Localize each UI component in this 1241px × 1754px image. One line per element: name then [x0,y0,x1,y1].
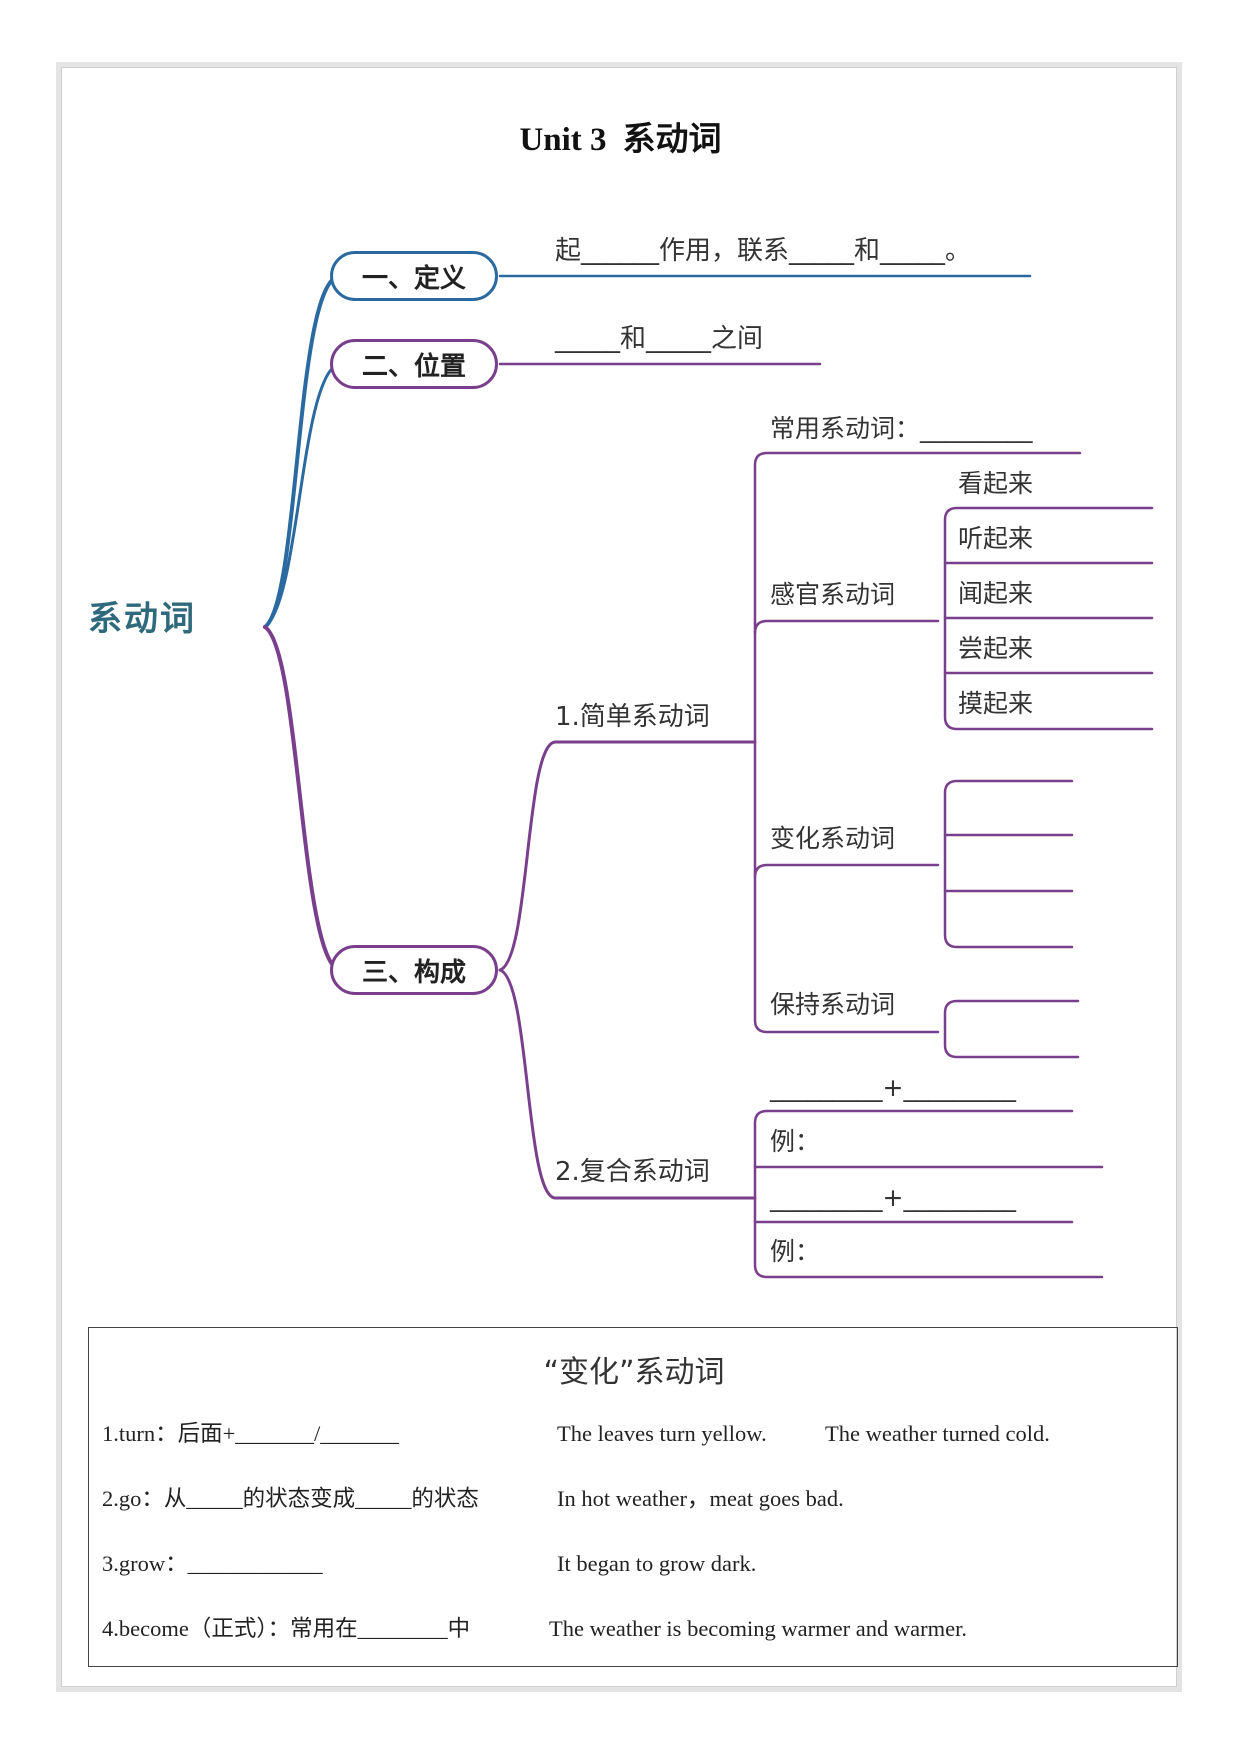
branch-change [753,863,940,879]
connector-branch3-simple [498,740,757,972]
compound-linking-verbs-label: 2.复合系动词 [555,1157,710,1187]
connector-root-branch1 [263,274,340,629]
branch-composition-label: 三、构成 [361,957,466,988]
connector-root-branch3 [263,625,340,972]
trunk-simple-down [753,740,940,1034]
branch-definition-label: 一、定义 [361,263,466,294]
change-example: The weather is becoming warmer and warme… [549,1616,967,1641]
change-rule: 4.become（正式）：常用在________中 [102,1616,471,1641]
keep-linking-verbs-label: 保持系动词 [770,990,896,1019]
change-bracket [943,779,1074,949]
change-example: In hot weather，meat goes bad. [557,1486,844,1511]
common-linking-verbs: 常用系动词：_________ [770,414,1033,443]
sense-item: 听起来 [958,524,1034,553]
change-example: It began to grow dark. [557,1551,757,1576]
definition-content: 起______作用，联系_____和_____。 [555,236,972,266]
branch-position: 二、位置 [330,339,498,389]
trunk-compound-down [753,1196,1104,1279]
change-example: The leaves turn yellow. [557,1421,767,1446]
sense-item: 看起来 [958,469,1034,498]
change-rule: 2.go：从_____的状态变成_____的状态 [102,1486,479,1511]
sense-bracket [943,506,1154,731]
compound-formula-1: _________+_________ [770,1073,1016,1102]
change-box-title: “变化”系动词 [543,1355,725,1390]
compound-formula-2: _________+_________ [770,1183,1016,1212]
sense-linking-verbs-label: 感官系动词 [770,580,896,609]
branch-position-label: 二、位置 [361,351,466,382]
connector-root-branch2 [263,362,340,629]
page-border [56,62,1182,1692]
change-linking-verbs-label: 变化系动词 [770,824,896,853]
keep-bracket [943,999,1080,1059]
compound-example-1: 例： [770,1127,821,1156]
title-unit: Unit 3 [519,122,607,158]
branch-sense [753,619,940,635]
change-verbs-box: “变化”系动词 1.turn：后面+_______/_______ The le… [88,1327,1178,1667]
trunk-simple [753,451,1082,744]
mindmap-root: 系动词 [88,599,196,639]
sense-item: 闻起来 [958,579,1034,608]
position-content: _____和_____之间 [555,324,764,354]
sense-item: 摸起来 [958,689,1034,718]
change-example: The weather turned cold. [825,1421,1050,1446]
title-topic: 系动词 [622,119,722,158]
connector-branch3-compound [498,968,757,1200]
branch-definition: 一、定义 [330,251,498,301]
trunk-compound [753,1109,1074,1200]
page-title: Unit 3 系动词 [0,122,1241,157]
branch-composition: 三、构成 [330,945,498,995]
change-rule: 1.turn：后面+_______/_______ [102,1421,400,1446]
simple-linking-verbs-label: 1.简单系动词 [555,702,710,732]
compound-example-2: 例： [770,1237,821,1266]
change-rule: 3.grow：____________ [102,1551,323,1576]
sense-item: 尝起来 [958,634,1034,663]
